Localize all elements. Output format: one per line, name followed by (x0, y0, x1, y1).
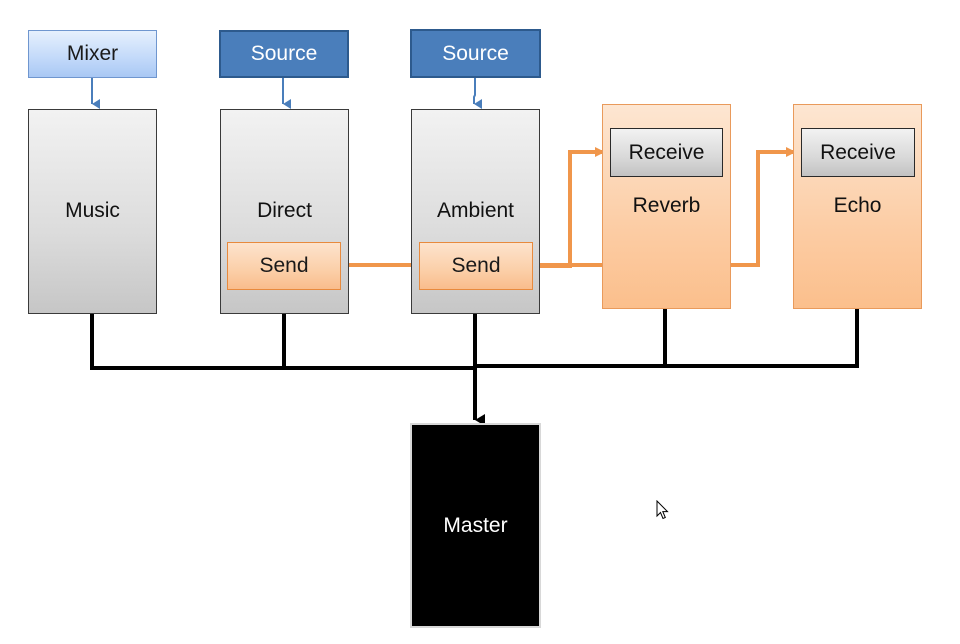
music-to-bus-line (90, 314, 475, 370)
ambient-send-box: Send (419, 242, 533, 290)
source-label-direct: Source (250, 42, 318, 65)
master-bus: Master (412, 425, 539, 626)
mouse-cursor-icon (656, 500, 669, 520)
source-box-ambient: Source (410, 29, 541, 78)
echo-receive-label: Receive (820, 140, 896, 164)
source-label-ambient: Source (442, 41, 509, 65)
master-label: Master (443, 513, 508, 537)
music-bus: Music (28, 109, 157, 314)
reverb-to-bus-line (475, 309, 667, 368)
echo-to-bus-line (665, 309, 859, 368)
direct-send-label: Send (259, 254, 309, 277)
music-label: Music (65, 199, 120, 222)
direct-send-box: Send (227, 242, 341, 290)
echo-receive-box: Receive (801, 128, 915, 177)
mixer-label: Mixer (66, 42, 119, 65)
source-to-ambient-arrow (473, 77, 482, 109)
reverb-label: Reverb (632, 194, 701, 217)
direct-label: Direct (257, 199, 312, 222)
mixer-box: Mixer (28, 30, 157, 78)
ambient-send-label: Send (451, 254, 501, 277)
source-box-direct: Source (219, 30, 349, 78)
send-to-reverb-receive-route (532, 147, 605, 268)
ambient-label: Ambient (436, 199, 515, 222)
echo-label: Echo (833, 194, 882, 217)
reverb-receive-label: Receive (628, 140, 705, 164)
reverb-to-echo-receive-route (730, 147, 796, 267)
reverb-receive-box: Receive (610, 128, 723, 177)
